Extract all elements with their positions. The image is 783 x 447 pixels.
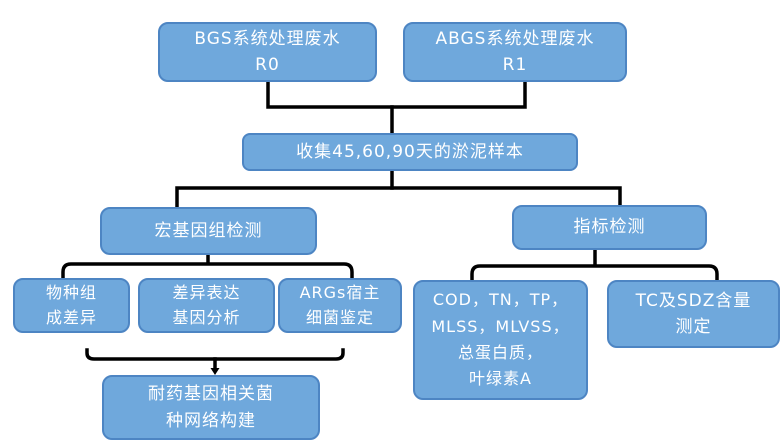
node-species-composition: 物种组 成差异 — [13, 278, 130, 333]
connector-top-merge — [266, 80, 527, 109]
connector-gather-bracket — [85, 348, 345, 361]
node-label: 收集45,60,90天的淤泥样本 — [296, 141, 524, 162]
node-label: 总蛋白质， — [457, 343, 543, 362]
node-metagenome-detection: 宏基因组检测 — [100, 207, 317, 255]
connector-right-bracket — [470, 264, 719, 283]
node-label: 测定 — [675, 317, 712, 337]
node-label: COD，TN，TP， — [432, 290, 569, 310]
node-label: 基因分析 — [172, 307, 241, 327]
node-tc-sdz-measurement: TC及SDZ含量 测定 — [607, 280, 780, 348]
node-label: 耐药基因相关菌 — [148, 384, 274, 405]
node-label: 叶绿素A — [469, 369, 532, 389]
node-label: 细菌鉴定 — [305, 307, 374, 327]
node-label: ABGS系统处理废水 — [435, 28, 595, 49]
node-label: R0 — [255, 55, 280, 75]
node-resistance-gene-network: 耐药基因相关菌 种网络构建 — [102, 375, 320, 440]
node-label: 差异表达 — [172, 282, 241, 302]
node-abgs-r1: ABGS系统处理废水 R1 — [403, 22, 627, 82]
node-water-quality-params: COD，TN，TP， MLSS，MLVSS， 总蛋白质， 叶绿素A — [413, 280, 588, 400]
node-label: ARGs宿主 — [299, 282, 381, 302]
node-bgs-r0: BGS系统处理废水 R0 — [158, 22, 377, 82]
gather-arrowhead — [210, 368, 220, 375]
connector-left-bracket — [61, 262, 354, 281]
node-label: 宏基因组检测 — [154, 220, 263, 241]
node-args-host-bacteria: ARGs宿主 细菌鉴定 — [278, 278, 402, 333]
node-label: 指标检测 — [573, 217, 646, 238]
node-differential-expression: 差异表达 基因分析 — [138, 278, 275, 333]
node-label: 种网络构建 — [166, 410, 256, 431]
node-label: TC及SDZ含量 — [635, 290, 752, 311]
node-label: R1 — [502, 55, 528, 75]
node-label: 物种组 — [45, 282, 97, 302]
node-label: 成差异 — [45, 307, 97, 327]
node-label: BGS系统处理废水 — [194, 28, 341, 49]
node-collect-samples: 收集45,60,90天的淤泥样本 — [242, 133, 578, 171]
node-indicator-detection: 指标检测 — [512, 205, 707, 250]
node-label: MLSS，MLVSS， — [431, 316, 570, 336]
